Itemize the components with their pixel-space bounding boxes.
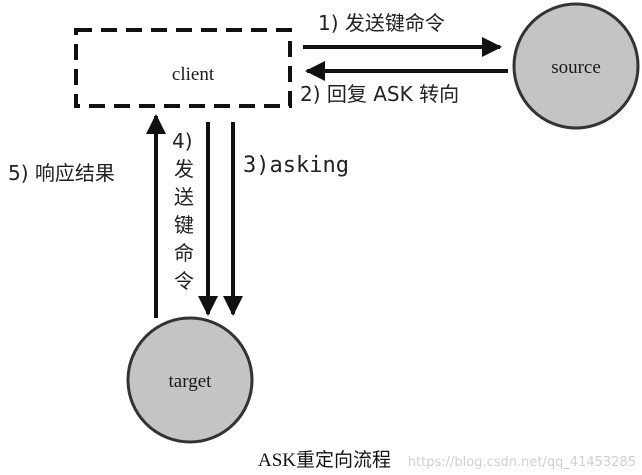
target-label: target [169,371,213,392]
source-circle [512,2,640,130]
step4-char: 送 [174,185,194,209]
target-node: target [126,316,254,444]
target-circle [126,316,254,444]
source-node: source [512,2,640,130]
step4-char: 键 [174,213,194,237]
step4-label: 4) 发 送 键 命 令 [172,129,194,293]
client-label: client [172,64,215,85]
client-node: client [74,28,292,108]
step4-number: 4) [172,129,193,153]
source-label: source [551,57,601,78]
step5-label: 5) 响应结果 [8,161,115,185]
step4-char: 命 [174,241,194,265]
diagram-caption: ASK重定向流程 [258,449,391,471]
step1-label: 1) 发送键命令 [318,11,445,35]
step3-label: 3)asking [243,153,349,178]
step2-label: 2) 回复 ASK 转向 [300,82,459,106]
watermark: https://blog.csdn.net/qq_41453285 [408,455,636,470]
client-box [74,28,292,108]
step4-char: 令 [174,269,194,293]
step4-char: 发 [174,157,194,181]
